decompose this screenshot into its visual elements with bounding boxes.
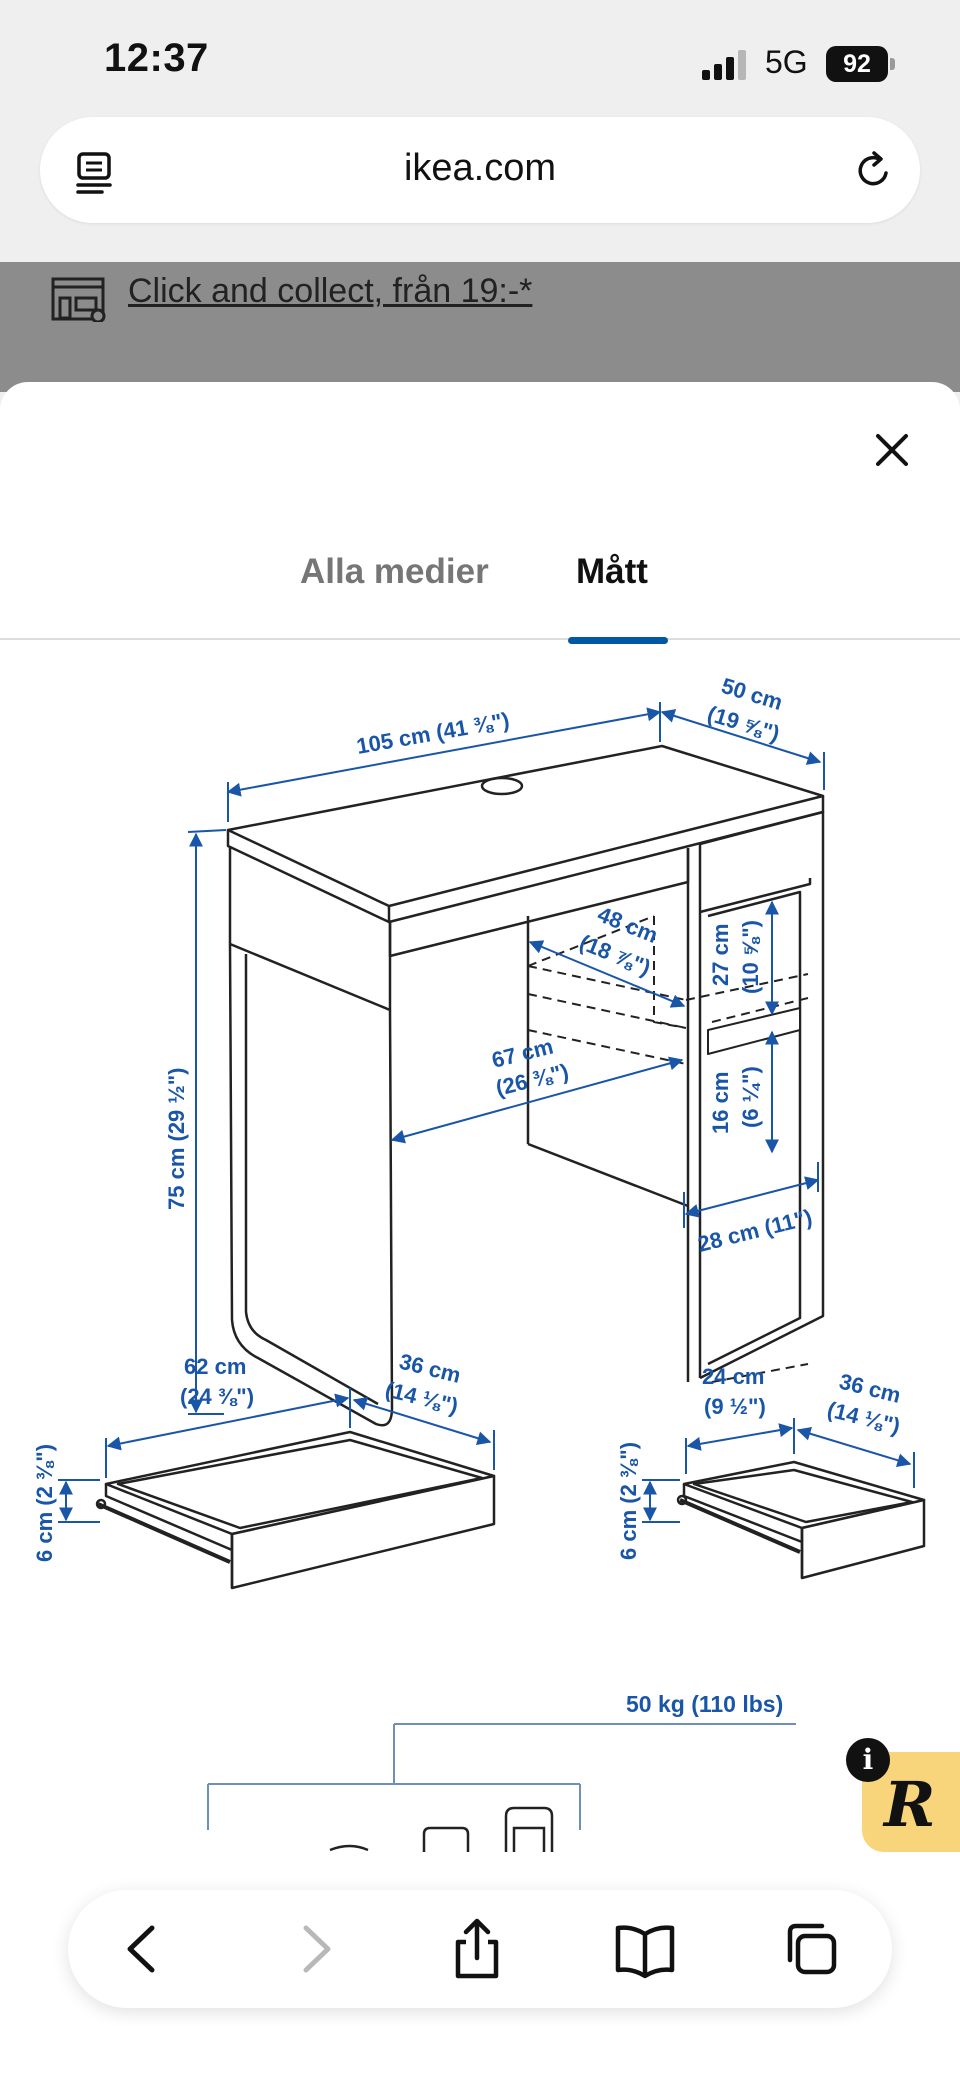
share-icon[interactable] (442, 1914, 512, 1984)
label-shelf-lower: 16 cm (708, 1072, 733, 1134)
label-drawer2-height: 6 cm (2 ⅜") (616, 1442, 641, 1560)
battery-level: 92 (826, 46, 888, 82)
label-drawer1-width: 62 cm (184, 1354, 246, 1379)
label-shelf-upper-in: (10 ⅝") (738, 920, 763, 994)
cellular-signal-icon (702, 50, 746, 80)
drawer-large-drawing (95, 1430, 496, 1590)
tab-dimensions[interactable]: Mått (576, 552, 648, 591)
forward-icon[interactable] (280, 1914, 350, 1984)
badge-letter: R (884, 1768, 936, 1841)
battery-icon: 92 (826, 46, 896, 82)
store-icon (51, 277, 106, 322)
drawer-small-drawing (676, 1460, 926, 1580)
label-cabinet-width: 28 cm (11") (695, 1204, 814, 1257)
active-tab-indicator (568, 637, 668, 644)
status-bar: 12:37 5G 92 (0, 0, 960, 110)
label-width: 105 cm (41 ⅜") (355, 707, 512, 758)
label-height: 75 cm (29 ½") (164, 1067, 189, 1210)
label-drawer2-width: 24 cm (702, 1364, 764, 1389)
click-collect-link[interactable]: Click and collect, från 19:-* (128, 272, 533, 310)
label-drawer1-width-in: (24 ⅜") (180, 1384, 254, 1409)
label-max-load: 50 kg (110 lbs) (626, 1691, 783, 1717)
back-icon[interactable] (108, 1914, 178, 1984)
media-modal: Alla medier Mått (0, 382, 960, 2078)
media-tabs: Alla medier Mått (0, 552, 960, 640)
tabs-icon[interactable] (776, 1914, 846, 1984)
load-diagram (207, 1723, 796, 1852)
dimension-diagram: 105 cm (41 ⅜") 50 cm (19 ⅝") 75 cm (29 ½… (32, 673, 926, 1852)
url-text[interactable]: ikea.com (403, 147, 557, 189)
label-drawer2-width-in: (9 ½") (704, 1394, 766, 1419)
desk-drawing (226, 744, 825, 1427)
label-drawer1-height: 6 cm (2 ⅜") (32, 1444, 57, 1562)
bookmarks-icon[interactable] (610, 1914, 680, 1984)
info-icon[interactable]: i (846, 1738, 890, 1782)
label-shelf-upper: 27 cm (708, 924, 733, 986)
reader-mode-icon[interactable] (74, 151, 114, 195)
browser-toolbar (68, 1890, 892, 2008)
battery-tip (890, 58, 895, 70)
clock: 12:37 (104, 36, 209, 80)
network-type: 5G (765, 44, 808, 80)
close-icon[interactable] (866, 424, 918, 476)
label-shelf-lower-in: (6 ¼") (738, 1066, 763, 1128)
background-page-overlay: Click and collect, från 19:-* (0, 262, 960, 392)
address-bar[interactable]: ikea.com (40, 117, 920, 223)
reload-icon[interactable] (852, 149, 896, 193)
tab-all-media[interactable]: Alla medier (300, 552, 489, 591)
